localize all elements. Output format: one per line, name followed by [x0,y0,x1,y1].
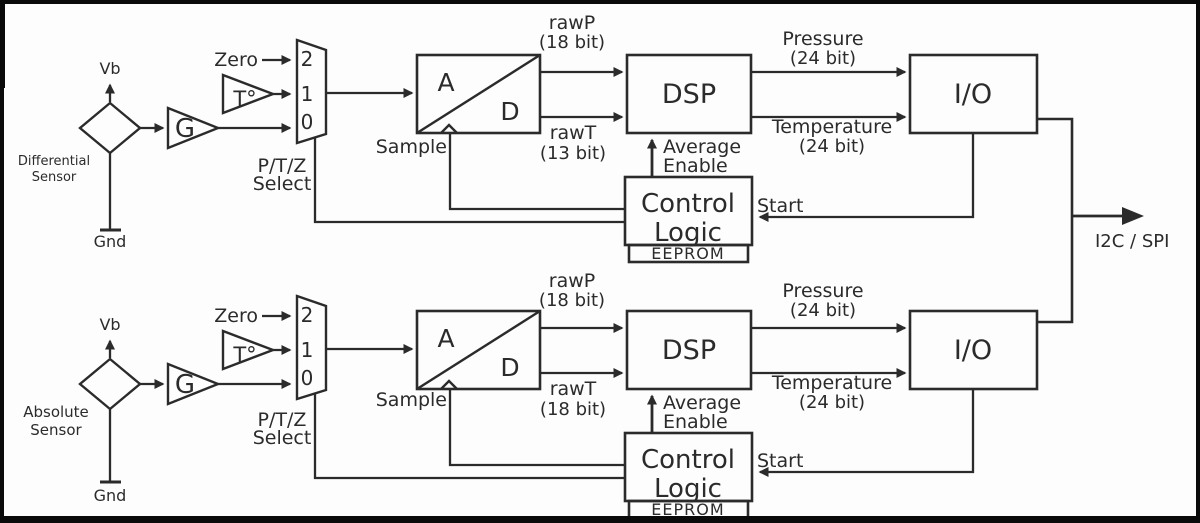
mux-shape [295,38,328,145]
select-control-wire [313,394,625,480]
mux-input-2: 2 [301,303,314,327]
pressure-label: Pressure [782,280,863,302]
rawp-bits-label: (18 bit) [539,290,605,311]
io-label: I/O [954,79,992,110]
adc-d-label: D [500,97,519,126]
sensor-name-line1: Differential [18,154,90,169]
mux-input-1: 1 [301,82,314,106]
average-enable-line2: Enable [663,155,728,177]
adc-diagonal [416,309,541,391]
start-label: Start [757,195,803,217]
adc-box [415,309,542,391]
start-wire [758,389,975,477]
temperature-bits-label: (24 bit) [799,136,865,157]
gain-label: G [175,114,195,144]
temp-sensor-label: T° [232,343,256,367]
zero-label: Zero [214,305,258,327]
channel-absolute: Vb Gnd Absolute Sensor G T° Zero 2 1 0 P… [23,270,1039,520]
control-logic-line1: Control [641,189,735,219]
dsp-label: DSP [662,335,716,366]
average-enable-line1: Average [663,392,741,414]
adc-a-label: A [437,324,454,353]
mux-input-0: 0 [301,366,314,390]
mux-input-1: 1 [301,338,314,362]
sensor-bridge-diamond [78,101,142,155]
vb-label: Vb [99,315,120,334]
io-label: I/O [954,335,992,366]
start-wire [758,133,975,222]
select-label-line2: Select [253,173,312,195]
temperature-label: Temperature [771,116,892,138]
select-control-wire [313,138,625,224]
adc-box [415,53,542,135]
temperature-label: Temperature [771,372,892,394]
select-label-line2: Select [253,427,312,449]
sensor-name-line2: Sensor [32,170,77,185]
eeprom-label: EEPROM [651,244,724,263]
adc-clock-notch [440,379,458,390]
gain-amp-triangle [166,362,222,406]
select-label-line1: P/T/Z [258,409,307,431]
sensor-name-line2: Sensor [30,421,82,439]
rawt-label: rawT [550,122,597,144]
rawp-label: rawP [549,270,595,292]
mux-shape [295,294,328,401]
start-label: Start [757,450,803,472]
rawp-label: rawP [549,12,595,34]
temp-sensor-triangle [221,73,277,115]
vb-label: Vb [99,59,120,78]
dsp-box [625,53,753,135]
gnd-label: Gnd [94,486,127,505]
sample-control-wire [448,133,625,211]
adc-diagonal [416,53,541,135]
output-bus: I2C / SPI [1037,117,1169,324]
pressure-bits-label: (24 bit) [790,48,856,69]
temperature-bits-label: (24 bit) [799,392,865,413]
gain-label: G [175,370,195,400]
adc-a-label: A [437,68,454,97]
sensor-name-line1: Absolute [23,403,89,421]
zero-label: Zero [214,49,258,71]
frame-bottom-bar [0,516,1200,523]
eeprom-box [627,243,750,264]
i2c-spi-arrowhead [1122,207,1144,225]
control-logic-line2: Logic [654,474,722,504]
pressure-bits-label: (24 bit) [790,300,856,321]
dsp-label: DSP [662,79,716,110]
gnd-label: Gnd [94,232,127,251]
rawt-bits-label: (18 bit) [540,399,606,420]
mux-input-0: 0 [301,110,314,134]
io-bus-wire [1037,117,1074,324]
adc-clock-notch [440,123,458,134]
i2c-spi-label: I2C / SPI [1095,231,1169,252]
temp-sensor-label: T° [232,87,256,111]
control-logic-line2: Logic [654,218,722,248]
select-label-line1: P/T/Z [258,155,307,177]
mux-input-2: 2 [301,47,314,71]
sample-label: Sample [376,389,447,411]
rawt-label: rawT [550,378,597,400]
eeprom-label: EEPROM [651,500,724,519]
sample-label: Sample [376,136,447,158]
average-enable-line1: Average [663,136,741,158]
channel-differential: Vb Gnd Differential Sensor G T° Zero 2 1… [18,12,1039,264]
rawp-bits-label: (18 bit) [539,32,605,53]
control-logic-line1: Control [641,445,735,475]
sample-control-wire [448,389,625,467]
gain-amp-triangle [166,106,222,150]
sensor-bridge-diamond [78,357,142,411]
dsp-box [625,309,753,391]
average-enable-line2: Enable [663,411,728,433]
adc-d-label: D [500,353,519,382]
pressure-label: Pressure [782,28,863,50]
rawt-bits-label: (13 bit) [540,143,606,164]
frame-left-top-bar [0,0,5,88]
temp-sensor-triangle [221,329,277,371]
